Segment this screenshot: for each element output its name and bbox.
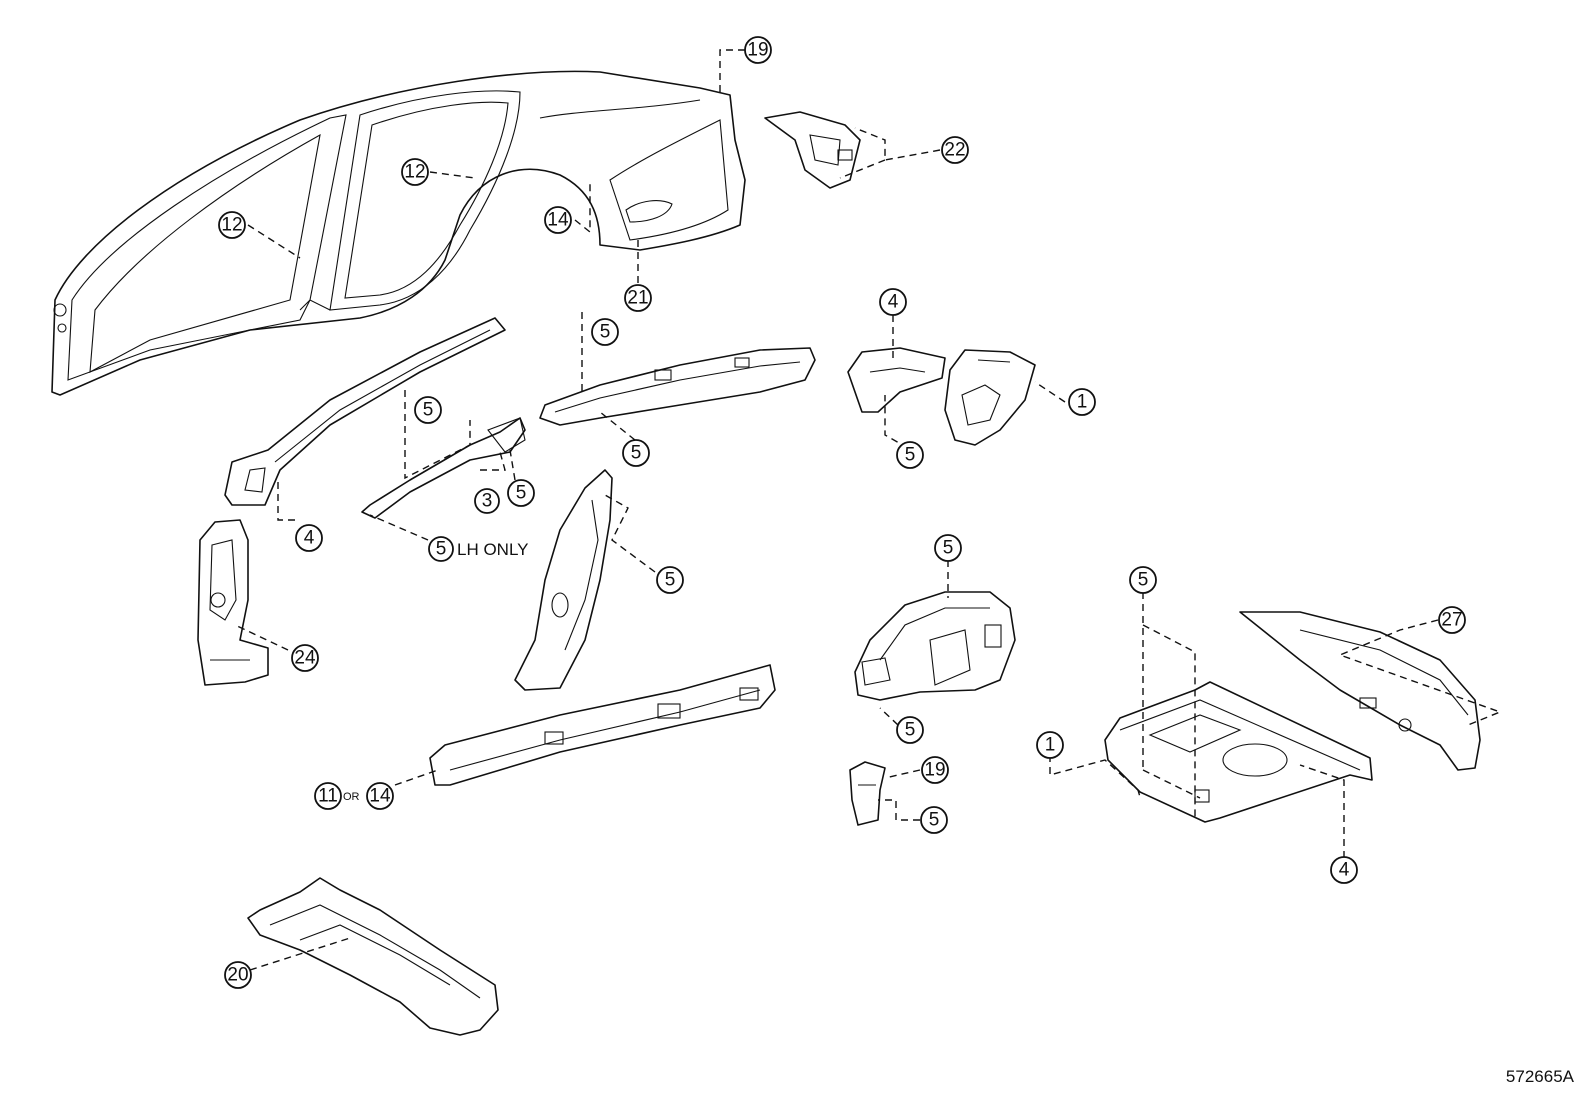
quarter-inner-panel[interactable] <box>944 349 1036 446</box>
callout-5-f: 5 <box>656 566 684 594</box>
callout-19-top: 19 <box>744 36 772 64</box>
callout-5-lh: 5 <box>428 536 454 562</box>
callout-4-c: 4 <box>1330 856 1358 884</box>
callout-14-top: 14 <box>544 206 572 234</box>
svg-text:4: 4 <box>1339 860 1350 881</box>
callout-11: 11 <box>314 782 342 810</box>
svg-text:5: 5 <box>905 445 916 466</box>
callout-5-g: 5 <box>934 534 962 562</box>
callout-5-b: 5 <box>414 396 442 424</box>
callout-21: 21 <box>624 284 652 312</box>
svg-text:3: 3 <box>482 491 493 512</box>
svg-text:19: 19 <box>747 40 768 61</box>
callout-5-e: 5 <box>896 441 924 469</box>
svg-text:5: 5 <box>436 539 447 560</box>
rear-bracket-part-22[interactable] <box>764 111 861 189</box>
callout-20: 20 <box>224 961 252 989</box>
svg-text:5: 5 <box>516 483 527 504</box>
svg-text:27: 27 <box>1441 610 1462 631</box>
callout-4-b: 4 <box>879 288 907 316</box>
callout-14-b: 14 <box>366 782 394 810</box>
callout-5-j: 5 <box>920 806 948 834</box>
svg-text:12: 12 <box>221 215 242 236</box>
callout-12-a: 12 <box>401 158 429 186</box>
lh-only-note: LH ONLY <box>457 540 529 559</box>
svg-text:24: 24 <box>294 648 316 669</box>
rear-wheel-house-inner[interactable] <box>854 591 1016 701</box>
svg-text:11: 11 <box>318 786 338 807</box>
callout-19-b: 19 <box>921 756 949 784</box>
roof-inner-rear-rail[interactable] <box>539 347 816 426</box>
leader-lines <box>234 49 1502 971</box>
small-bracket-part-19[interactable] <box>849 761 886 826</box>
callout-24: 24 <box>291 644 319 672</box>
svg-text:1: 1 <box>1045 735 1056 756</box>
svg-text:5: 5 <box>929 810 940 831</box>
center-pillar-reinforcement[interactable] <box>197 519 269 686</box>
or-note: OR <box>343 791 360 803</box>
svg-text:12: 12 <box>404 162 425 183</box>
diagram-code: 572665A <box>1505 1067 1574 1086</box>
cowl-top-panel[interactable] <box>247 877 499 1036</box>
callout-1-a: 1 <box>1068 388 1096 416</box>
svg-text:14: 14 <box>547 210 569 231</box>
roof-side-rail-inner[interactable] <box>224 317 506 506</box>
b-pillar-inner[interactable] <box>514 469 613 691</box>
lh-only-rail-piece[interactable] <box>361 417 526 519</box>
svg-text:5: 5 <box>665 570 676 591</box>
svg-text:20: 20 <box>227 965 248 986</box>
rocker-inner-panel[interactable] <box>429 664 776 786</box>
quarter-inner-gusset[interactable] <box>847 347 946 413</box>
callout-3: 3 <box>474 488 500 514</box>
svg-text:22: 22 <box>944 140 965 161</box>
luggage-compartment-door[interactable] <box>1239 611 1481 771</box>
svg-text:5: 5 <box>423 400 434 421</box>
svg-text:21: 21 <box>627 288 648 309</box>
callout-5-a: 5 <box>591 318 619 346</box>
callout-5-d: 5 <box>507 479 535 507</box>
callout-5-c: 5 <box>622 439 650 467</box>
callout-1-b: 1 <box>1036 731 1064 759</box>
callout-22: 22 <box>941 136 969 164</box>
callout-12-b: 12 <box>218 211 246 239</box>
svg-text:1: 1 <box>1077 392 1088 413</box>
svg-text:14: 14 <box>369 786 391 807</box>
svg-text:5: 5 <box>631 443 642 464</box>
svg-text:19: 19 <box>924 760 945 781</box>
rear-floor-pan[interactable] <box>1104 681 1373 823</box>
callout-5-h: 5 <box>896 716 924 744</box>
body-side-outer-panel[interactable] <box>51 70 746 396</box>
svg-text:5: 5 <box>943 538 954 559</box>
svg-text:5: 5 <box>1138 570 1149 591</box>
callout-4-a: 4 <box>295 524 323 552</box>
callout-5-i: 5 <box>1129 566 1157 594</box>
svg-text:4: 4 <box>888 292 899 313</box>
svg-text:5: 5 <box>600 322 611 343</box>
callout-27: 27 <box>1438 606 1466 634</box>
svg-text:5: 5 <box>905 720 916 741</box>
svg-text:4: 4 <box>304 528 315 549</box>
